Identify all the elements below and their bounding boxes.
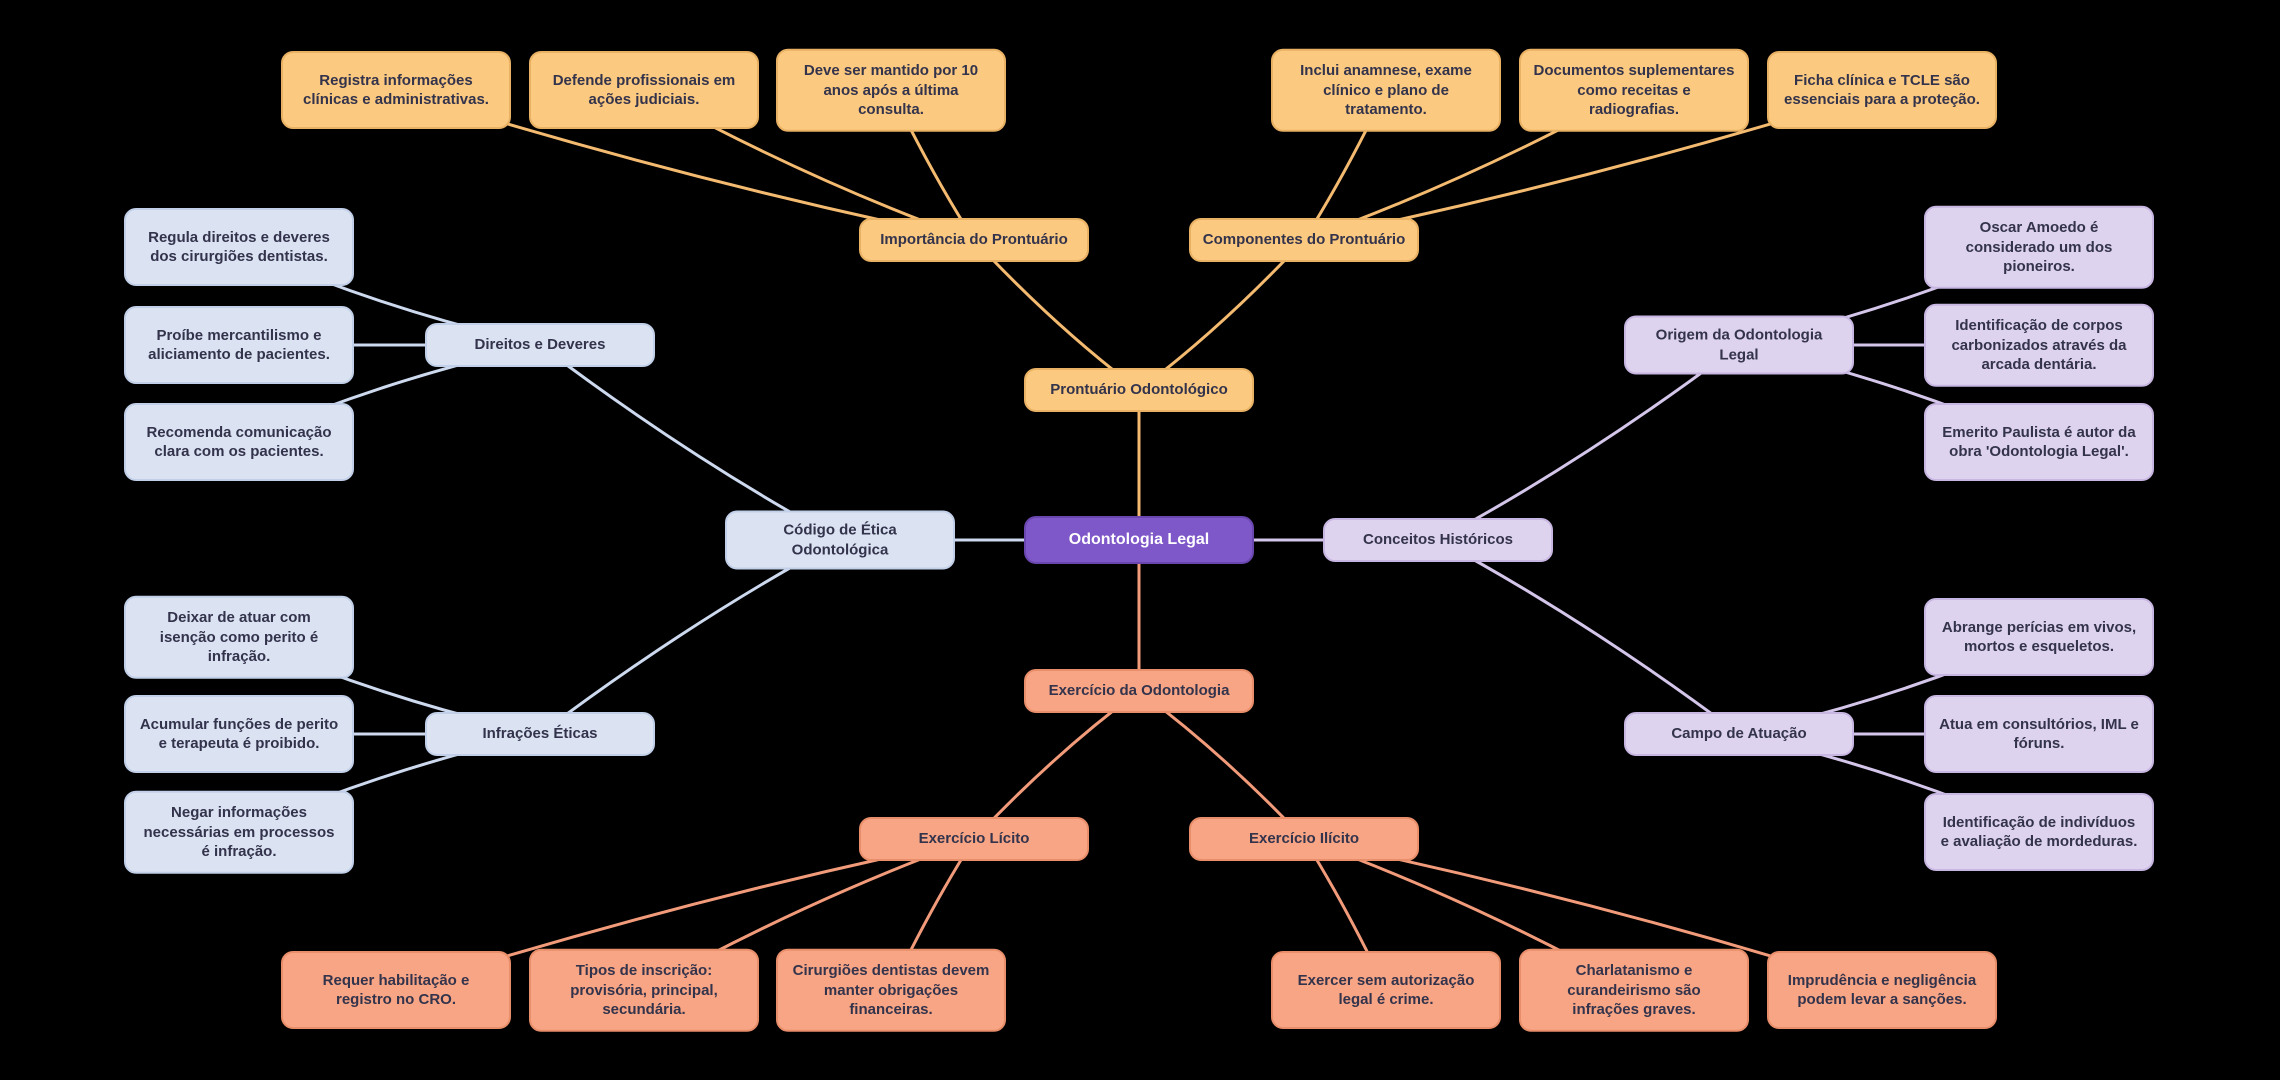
mindmap-edge bbox=[1436, 538, 1741, 736]
node-componentes-do-prontuario[interactable]: Componentes do Prontuário bbox=[1189, 218, 1419, 262]
node-cirurgioes-obrigacoes[interactable]: Cirurgiões dentistas devem manter obriga… bbox=[776, 948, 1006, 1032]
node-acumular-funcoes[interactable]: Acumular funções de perito e terapeuta é… bbox=[124, 695, 354, 773]
node-proibe-mercantilismo[interactable]: Proíbe mercantilismo e aliciamento de pa… bbox=[124, 306, 354, 384]
node-registra-informacoes[interactable]: Registra informações clínicas e administ… bbox=[281, 51, 511, 129]
node-identificacao-corpos[interactable]: Identificação de corpos carbonizados atr… bbox=[1924, 303, 2154, 387]
node-negar-informacoes[interactable]: Negar informações necessárias em process… bbox=[124, 790, 354, 874]
node-regula-direitos[interactable]: Regula direitos e deveres dos cirurgiões… bbox=[124, 208, 354, 286]
node-mantido-dez-anos[interactable]: Deve ser mantido por 10 anos após a últi… bbox=[776, 48, 1006, 132]
node-direitos-e-deveres[interactable]: Direitos e Deveres bbox=[425, 323, 655, 367]
node-imprudencia-negligencia[interactable]: Imprudência e negligência podem levar a … bbox=[1767, 951, 1997, 1029]
node-prontuario-odontologico[interactable]: Prontuário Odontológico bbox=[1024, 368, 1254, 412]
node-recomenda-comunicacao[interactable]: Recomenda comunicação clara com os pacie… bbox=[124, 403, 354, 481]
node-infracoes-eticas[interactable]: Infrações Éticas bbox=[425, 712, 655, 756]
node-conceitos-historicos[interactable]: Conceitos Históricos bbox=[1323, 518, 1553, 562]
node-campo-de-atuacao[interactable]: Campo de Atuação bbox=[1624, 712, 1854, 756]
node-importancia-do-prontuario[interactable]: Importância do Prontuário bbox=[859, 218, 1089, 262]
node-exercicio-ilicito[interactable]: Exercício Ilícito bbox=[1189, 817, 1419, 861]
node-charlatanismo-curandeirismo[interactable]: Charlatanismo e curandeirismo são infraç… bbox=[1519, 948, 1749, 1032]
node-emerito-paulista[interactable]: Emerito Paulista é autor da obra 'Odonto… bbox=[1924, 403, 2154, 481]
node-defende-profissionais[interactable]: Defende profissionais em ações judiciais… bbox=[529, 51, 759, 129]
node-codigo-de-etica[interactable]: Código de Ética Odontológica bbox=[725, 510, 955, 570]
node-ficha-clinica-tcle[interactable]: Ficha clínica e TCLE são essenciais para… bbox=[1767, 51, 1997, 129]
node-origem-odontologia-legal[interactable]: Origem da Odontologia Legal bbox=[1624, 315, 1854, 375]
node-exercer-sem-autorizacao[interactable]: Exercer sem autorização legal é crime. bbox=[1271, 951, 1501, 1029]
node-abrange-pericias[interactable]: Abrange perícias em vivos, mortos e esqu… bbox=[1924, 598, 2154, 676]
node-oscar-amoedo[interactable]: Oscar Amoedo é considerado um dos pionei… bbox=[1924, 205, 2154, 289]
node-exercicio-da-odontologia[interactable]: Exercício da Odontologia bbox=[1024, 669, 1254, 713]
node-tipos-de-inscricao[interactable]: Tipos de inscrição: provisória, principa… bbox=[529, 948, 759, 1032]
node-exercicio-licito[interactable]: Exercício Lícito bbox=[859, 817, 1089, 861]
node-requer-habilitacao[interactable]: Requer habilitação e registro no CRO. bbox=[281, 951, 511, 1029]
node-odontologia-legal[interactable]: Odontologia Legal bbox=[1024, 516, 1254, 564]
node-deixar-de-atuar[interactable]: Deixar de atuar com isenção como perito … bbox=[124, 595, 354, 679]
node-atua-consultorios[interactable]: Atua em consultórios, IML e fóruns. bbox=[1924, 695, 2154, 773]
node-inclui-anamnese[interactable]: Inclui anamnese, exame clínico e plano d… bbox=[1271, 48, 1501, 132]
node-documentos-suplementares[interactable]: Documentos suplementares como receitas e… bbox=[1519, 48, 1749, 132]
node-identificacao-individuos[interactable]: Identificação de indivíduos e avaliação … bbox=[1924, 793, 2154, 871]
